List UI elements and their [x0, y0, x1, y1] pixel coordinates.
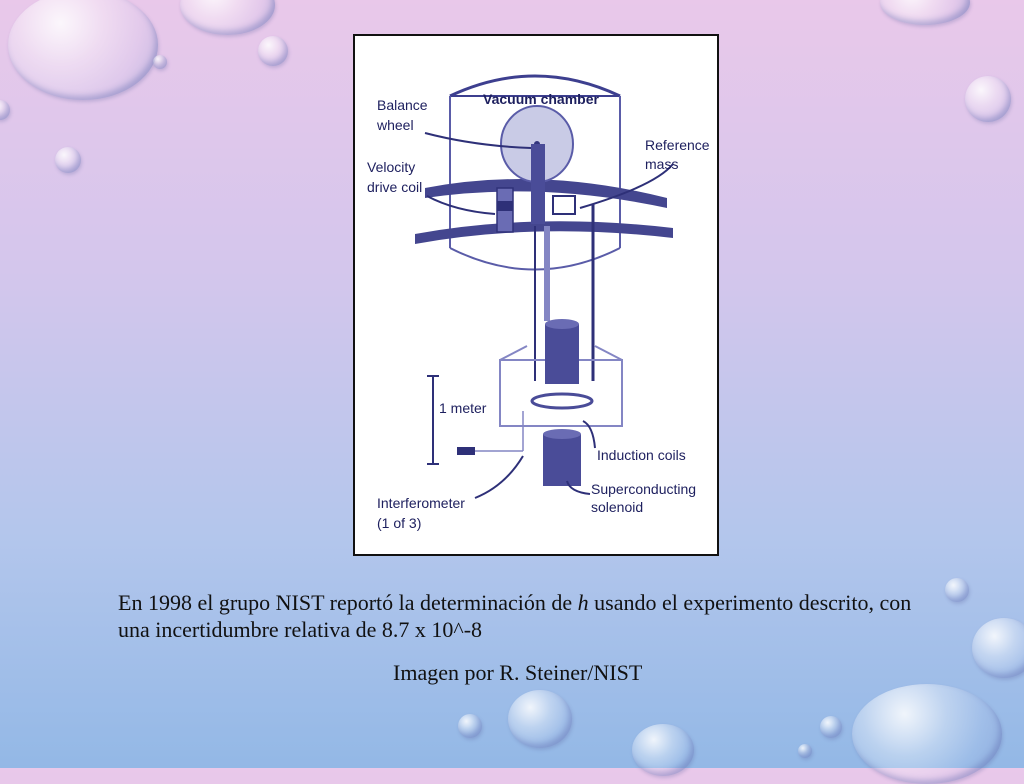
label-velocity-coil-line2: drive coil — [367, 179, 422, 195]
label-balance-wheel-line1: Balance — [377, 97, 428, 113]
water-drop-decoration — [508, 690, 572, 748]
water-drop-decoration — [458, 714, 482, 738]
water-drop-decoration — [180, 0, 275, 35]
watt-balance-illustration: Vacuum chamber Balance wheel Velocity dr… — [367, 74, 710, 531]
water-drop-decoration — [258, 36, 288, 66]
image-credit: Imagen por R. Steiner/NIST — [393, 660, 643, 685]
label-reference-mass-line2: mass — [645, 156, 678, 172]
water-drop-decoration — [153, 55, 167, 69]
water-drop-decoration — [852, 684, 1002, 784]
water-drop-decoration — [965, 76, 1011, 122]
water-drop-decoration — [55, 147, 81, 173]
water-drop-decoration — [8, 0, 158, 100]
label-induction-coils: Induction coils — [597, 447, 686, 463]
label-velocity-coil-line1: Velocity — [367, 159, 415, 175]
label-superconducting-line2: solenoid — [591, 499, 643, 515]
water-drop-decoration — [632, 724, 694, 776]
water-drop-decoration — [972, 618, 1024, 678]
water-drop-decoration — [0, 100, 10, 120]
caption-part-after: usando el experimento descrito, con una … — [118, 590, 912, 642]
label-interferometer-line2: (1 of 3) — [377, 515, 421, 531]
watt-balance-diagram: Vacuum chamber Balance wheel Velocity dr… — [353, 34, 719, 556]
caption-h-symbol: h — [577, 590, 589, 615]
label-reference-mass-line1: Reference — [645, 137, 710, 153]
water-drop-decoration — [798, 744, 812, 758]
label-balance-wheel-line2: wheel — [376, 117, 414, 133]
caption-part-before: En 1998 el grupo NIST reportó la determi… — [118, 590, 578, 615]
caption-text: En 1998 el grupo NIST reportó la determi… — [118, 589, 928, 643]
label-interferometer-line1: Interferometer — [377, 495, 465, 511]
water-drop-decoration — [945, 578, 969, 602]
water-drop-decoration — [880, 0, 970, 25]
label-vacuum-chamber: Vacuum chamber — [483, 91, 599, 107]
label-one-meter: 1 meter — [439, 400, 487, 416]
water-drop-decoration — [820, 716, 842, 738]
label-superconducting-line1: Superconducting — [591, 481, 696, 497]
